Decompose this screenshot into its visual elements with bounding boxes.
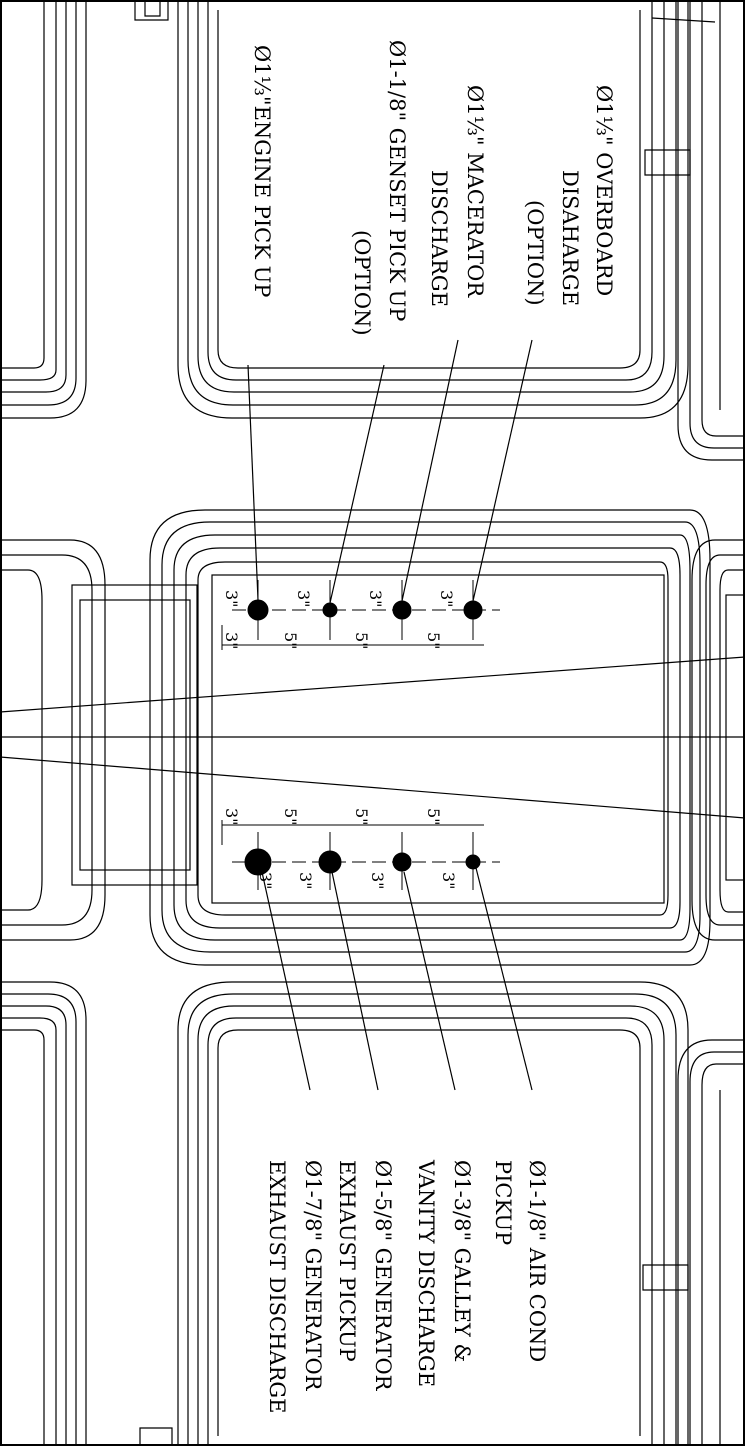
dim-5-bottom-1: 5" <box>281 808 300 826</box>
dim-3-engine: 3" <box>222 590 241 608</box>
dim-5-top-2: 5" <box>352 632 371 650</box>
callout-overboard-line2: DISAHARGE <box>558 170 582 306</box>
dim-3-spacing-bottom: 3" <box>222 808 241 826</box>
callout-overboard-line1: Ø1⅓" OVERBOARD <box>592 85 616 296</box>
callout-gen-discharge-line1: Ø1-7/8" GENERATOR <box>301 1160 325 1392</box>
dim-3-air-cond: 3" <box>439 872 458 890</box>
callout-overboard-line3: (OPTION) <box>523 200 547 306</box>
callout-galley-line2: VANITY DISCHARGE <box>414 1159 438 1387</box>
callout-genset-line2: (OPTION) <box>350 230 374 336</box>
dim-5-top-3: 5" <box>424 632 443 650</box>
callouts-top: Ø1⅓" OVERBOARD DISAHARGE (OPTION) Ø1⅓" M… <box>250 40 616 336</box>
callout-gen-discharge-line2: EXHAUST DISCHARGE <box>265 1160 289 1414</box>
dim-3-gen-discharge: 3" <box>256 872 275 890</box>
callout-air-cond-line1: Ø1-1/8" AIR COND <box>525 1160 549 1362</box>
dimension-labels: 3" 3" 3" 3" 3" 5" 5" 5" 3" 5" 5" 5" 3" 3… <box>222 590 458 890</box>
leader-lines <box>247 339 533 1091</box>
callout-engine-line1: Ø1⅓"ENGINE PICK UP <box>250 45 274 297</box>
dim-5-bottom-3: 5" <box>424 808 443 826</box>
callout-gen-pickup-line1: Ø1-5/8" GENERATOR <box>371 1160 395 1392</box>
dim-3-gen-pickup: 3" <box>296 872 315 890</box>
callout-galley-line1: Ø1-3/8" GALLEY & <box>450 1160 474 1362</box>
callout-genset-line1: Ø1-1/8" GENSET PICK UP <box>385 40 409 321</box>
callout-macerator-line2: DISCHARGE <box>427 170 451 307</box>
dim-5-top-1: 5" <box>281 632 300 650</box>
dim-5-bottom-2: 5" <box>352 808 371 826</box>
callout-gen-pickup-line2: EXHAUST PICKUP <box>335 1160 359 1362</box>
callout-macerator-line1: Ø1⅓" MACERATOR <box>463 85 487 298</box>
dim-3-galley: 3" <box>368 872 387 890</box>
callout-air-cond-line2: PICKUP <box>491 1160 515 1245</box>
dimension-lines <box>221 580 500 890</box>
dim-3-overboard: 3" <box>437 590 456 608</box>
dim-3-genset: 3" <box>294 590 313 608</box>
dim-3-spacing-top: 3" <box>222 632 241 650</box>
callouts-bottom: Ø1-1/8" AIR COND PICKUP Ø1-3/8" GALLEY &… <box>265 1159 549 1414</box>
dim-3-macerator: 3" <box>366 590 385 608</box>
